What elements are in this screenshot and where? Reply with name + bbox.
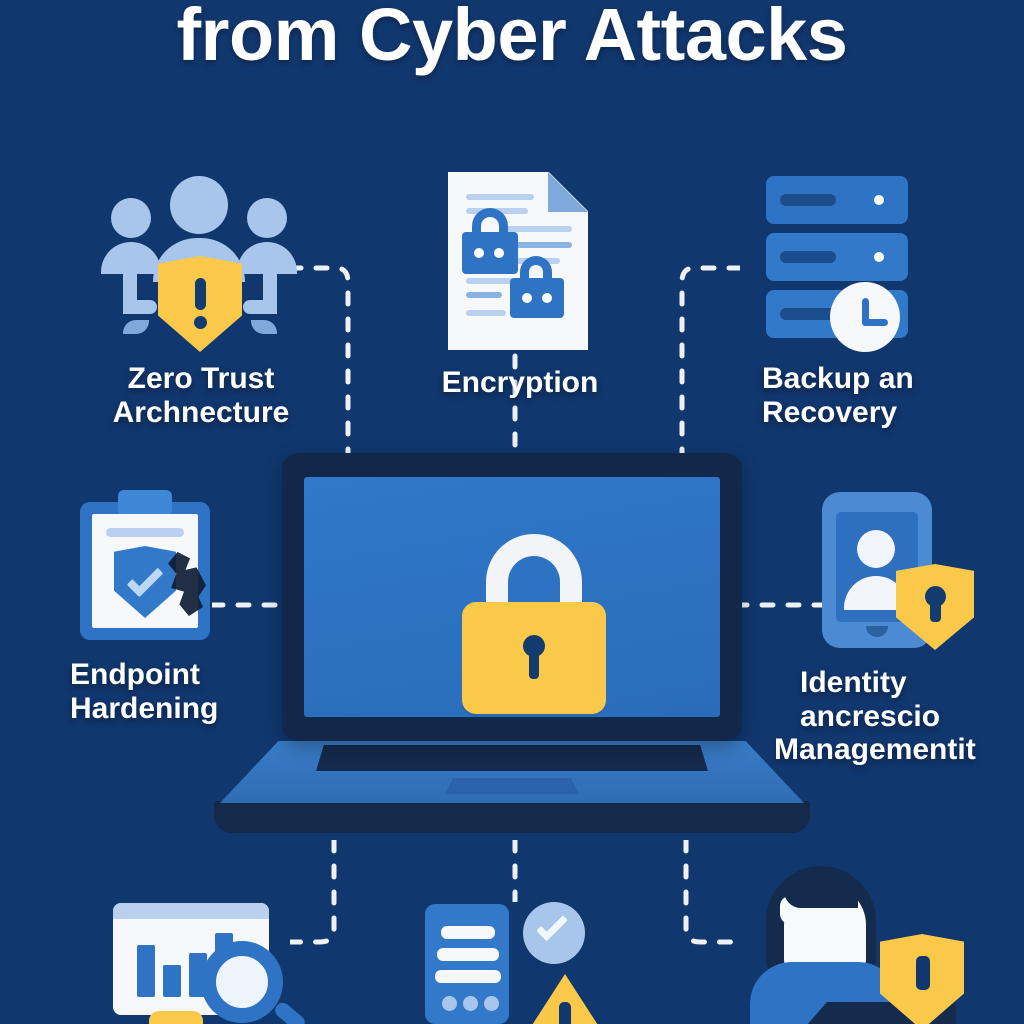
doc-line xyxy=(466,278,530,284)
exclamation-dot-icon xyxy=(194,316,207,329)
node-identity-management-label: Identity ancrescio Managementit xyxy=(774,666,1024,767)
gear-partial-icon xyxy=(149,1011,203,1024)
doc-card-line-icon xyxy=(441,926,495,939)
clock-hand-minute-icon xyxy=(862,319,888,326)
warning-exclamation-icon xyxy=(559,1002,571,1024)
node-endpoint-hardening[interactable]: Endpoint Hardening xyxy=(70,490,290,725)
bottom-icon-policy[interactable] xyxy=(425,890,615,1024)
doc-line xyxy=(500,242,572,248)
users-shield-alert-icon xyxy=(101,168,301,352)
laptop-screen xyxy=(304,477,720,717)
caption-line: Backup an xyxy=(762,362,914,395)
dashboard-chart-magnifier-icon xyxy=(105,885,308,1024)
doc-line xyxy=(500,226,572,232)
doc-line xyxy=(466,194,534,200)
node-zero-trust-label: Zero Trust Archnecture xyxy=(96,362,306,429)
caption-line: Hardening xyxy=(70,691,219,725)
caption-line: Identity xyxy=(800,666,907,699)
clipboard-shield-check-icon xyxy=(80,490,220,640)
link-right-foot-icon xyxy=(243,300,277,314)
chart-bar-icon xyxy=(163,965,181,997)
document-check-warning-icon xyxy=(425,890,615,1024)
padlock-small2-shackle-icon xyxy=(520,256,552,282)
caption-line: Zero Trust xyxy=(127,362,275,395)
check-circle-icon xyxy=(523,902,585,964)
padlock-small2-dot-icon xyxy=(542,293,552,303)
node-encryption-label: Encryption xyxy=(415,366,625,400)
doc-card-line-icon xyxy=(437,948,499,961)
connector-analyst xyxy=(683,840,740,945)
padlock-small2-dot-icon xyxy=(522,293,532,303)
person-laptop-shield-icon xyxy=(728,862,968,1024)
laptop-foot xyxy=(214,801,810,833)
padlock-small-shackle-icon xyxy=(472,208,508,236)
node-backup-recovery-label: Backup an Recovery xyxy=(762,362,1002,429)
server-stack-clock-icon xyxy=(762,176,942,352)
caption-line: Encryption xyxy=(441,366,599,399)
padlock-small-body-icon xyxy=(462,232,518,274)
caption-line: ancrescio xyxy=(800,699,941,733)
server-slot-icon xyxy=(780,194,836,206)
phone-home-button-icon xyxy=(866,626,888,637)
caption-line: Endpoint xyxy=(70,658,200,691)
person-head-right-icon xyxy=(247,198,287,238)
laptop-keyboard xyxy=(316,745,708,771)
caption-line: Managementit xyxy=(774,733,976,767)
person-head-center-icon xyxy=(170,176,228,234)
person-hair-front-icon xyxy=(784,874,858,908)
phone-user-shield-lock-icon xyxy=(822,492,992,652)
magnifier-handle-icon xyxy=(272,999,308,1024)
server-led-icon xyxy=(874,252,884,262)
server-led-icon xyxy=(874,195,884,205)
connector-backup xyxy=(679,265,740,465)
bottom-icon-analytics[interactable] xyxy=(105,885,308,1024)
server-slot-icon xyxy=(780,308,836,320)
doc-line xyxy=(466,310,506,316)
bottom-icon-analyst[interactable] xyxy=(728,862,968,1024)
node-endpoint-hardening-label: Endpoint Hardening xyxy=(70,658,290,725)
clipboard-clip-icon xyxy=(118,490,172,516)
padlock-keyhole-icon xyxy=(523,635,545,679)
padlock-small-dot-icon xyxy=(474,248,484,258)
exclamation-stroke-icon xyxy=(195,278,206,310)
doc-card-dot-icon xyxy=(463,996,478,1011)
document-fold-icon xyxy=(548,172,588,212)
page-title: from Cyber Attacks xyxy=(176,0,848,76)
doc-card-dot-icon xyxy=(442,996,457,1011)
node-backup-recovery[interactable]: Backup an Recovery xyxy=(762,176,1002,429)
magnifier-lens-icon xyxy=(201,941,283,1023)
doc-card-dot-icon xyxy=(484,996,499,1011)
server-slot-icon xyxy=(780,251,836,263)
laptop-lid xyxy=(282,453,742,741)
dashboard-titlebar-icon xyxy=(113,903,269,919)
shield-keyhole-stem-icon xyxy=(930,600,941,622)
document-padlocks-icon xyxy=(440,168,600,358)
chart-bar-icon xyxy=(137,945,155,997)
laptop-illustration xyxy=(214,453,810,845)
accent-leaf-left-icon xyxy=(123,320,149,334)
caption-line: Recovery xyxy=(762,395,898,429)
caption-line: Archnecture xyxy=(112,395,290,429)
laptop-trackpad xyxy=(445,778,579,794)
clipboard-line-icon xyxy=(106,528,184,537)
padlock-small-dot-icon xyxy=(494,248,504,258)
node-identity-management[interactable]: Identity ancrescio Managementit xyxy=(774,492,1024,767)
person-head-left-icon xyxy=(111,198,151,238)
link-left-foot-icon xyxy=(123,300,157,314)
avatar-head-icon xyxy=(857,530,895,568)
doc-line xyxy=(466,292,502,298)
clock-hand-hour-icon xyxy=(862,298,869,326)
node-encryption[interactable]: Encryption xyxy=(415,168,625,400)
doc-card-line-icon xyxy=(435,970,501,983)
padlock-small2-body-icon xyxy=(510,278,564,318)
node-zero-trust[interactable]: Zero Trust Archnecture xyxy=(96,168,306,429)
accent-leaf-right-icon xyxy=(251,320,277,334)
shield-badge-slot-icon xyxy=(916,956,930,990)
